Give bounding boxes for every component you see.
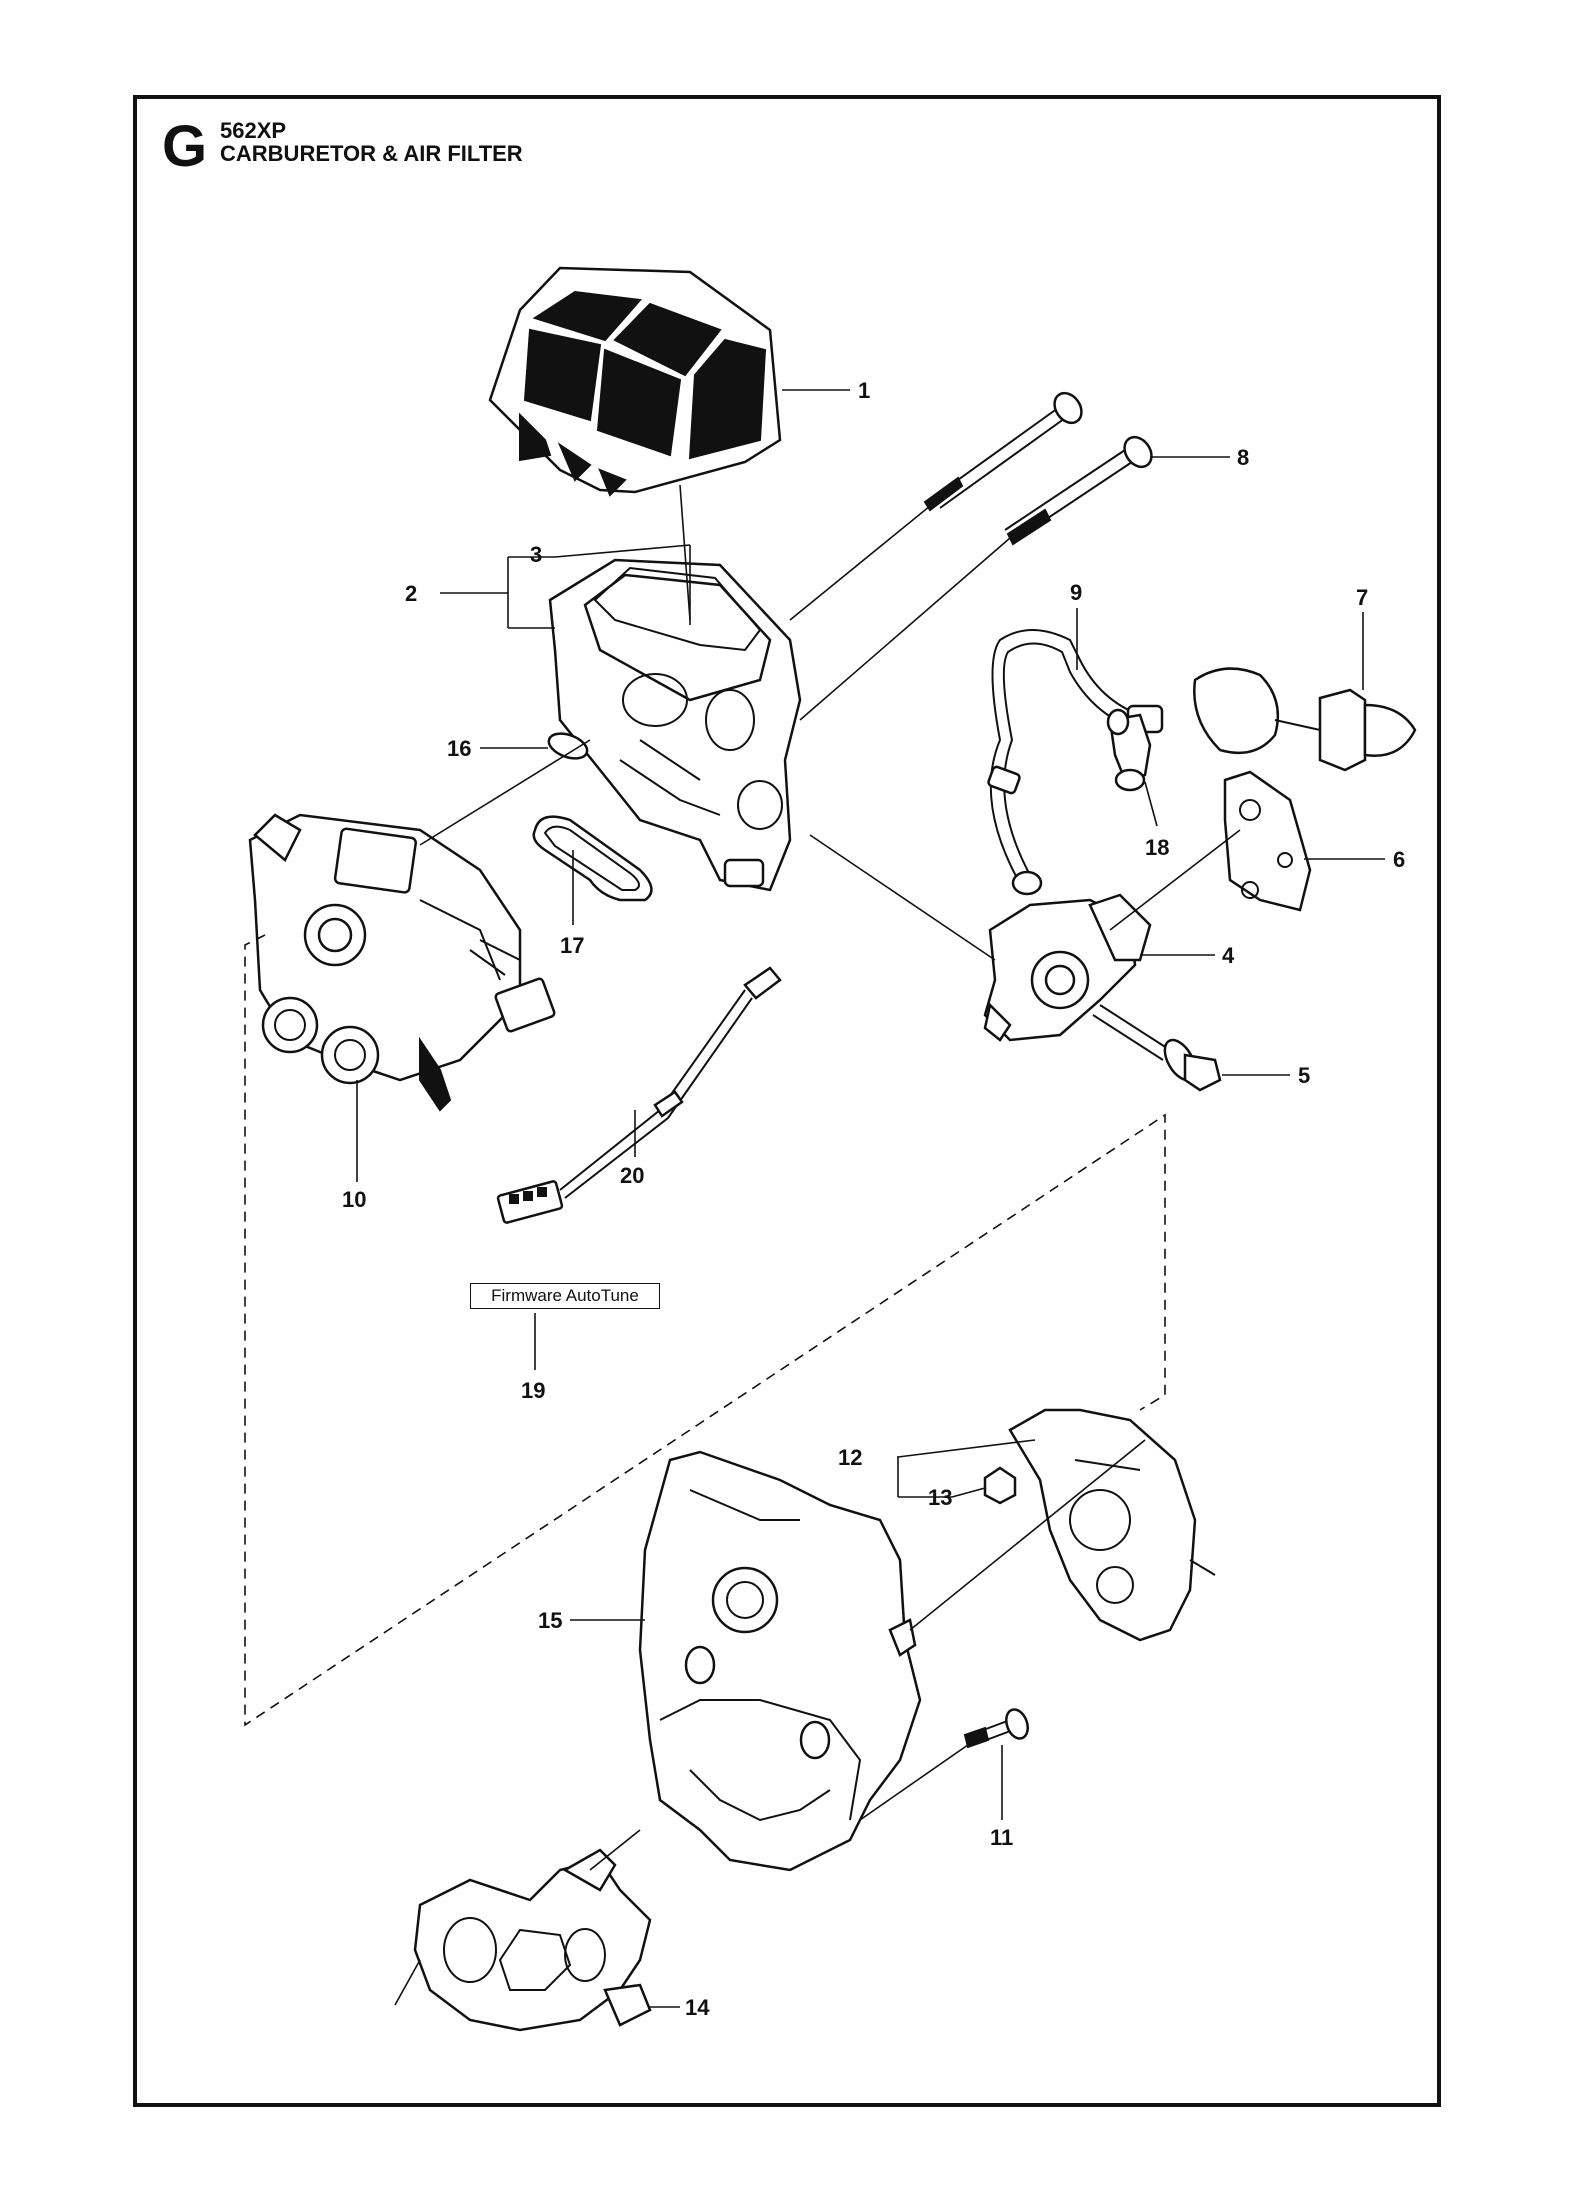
callout-15: 15: [538, 1608, 562, 1633]
callout-4: 4: [1222, 943, 1235, 968]
page-frame: [133, 95, 1441, 2107]
callout-19: 19: [521, 1378, 545, 1403]
callout-1: 1: [858, 378, 870, 403]
carburetor-housing-icon: [638, 1450, 922, 1872]
callout-2: 2: [405, 581, 417, 606]
carburetor-icon: [248, 813, 556, 1112]
dashed-assembly-line: [244, 934, 1166, 1727]
callout-labels: 1 2 3 4 5 6 7 8 9 10 11 12 13 14 15 16 1…: [342, 378, 1405, 2020]
callout-17: 17: [560, 933, 584, 958]
diagram-title: CARBURETOR & AIR FILTER: [220, 141, 523, 166]
air-filter-icon: [488, 266, 782, 497]
callout-14: 14: [685, 1995, 710, 2020]
primer-bulb-icon: [1193, 667, 1417, 772]
elbow-hose-icon: [1106, 708, 1152, 792]
long-screw-icon: [923, 391, 1153, 546]
fuel-hose-icon: [987, 629, 1164, 896]
shoulder-bolt-icon: [1092, 1004, 1222, 1092]
screw-icon: [963, 1708, 1029, 1749]
bracket-icon: [983, 893, 1152, 1042]
callout-7: 7: [1356, 585, 1368, 610]
intake-manifold-icon: [413, 1848, 652, 2032]
plate-icon: [1223, 770, 1312, 912]
seal-icon: [532, 815, 653, 902]
callout-20: 20: [620, 1163, 644, 1188]
cable-harness-icon: [496, 966, 782, 1224]
callout-12: 12: [838, 1445, 862, 1470]
callout-3: 3: [530, 542, 542, 567]
filter-holder-icon: [548, 558, 802, 892]
intake-cover-icon: [1008, 1408, 1216, 1642]
callout-8: 8: [1237, 445, 1249, 470]
callout-9: 9: [1070, 580, 1082, 605]
gasket-icon: [593, 566, 762, 652]
callout-13: 13: [928, 1485, 952, 1510]
nut-icon: [983, 1466, 1017, 1505]
model-number: 562XP: [220, 118, 287, 143]
firmware-autotune-box: Firmware AutoTune: [470, 1283, 660, 1309]
callout-6: 6: [1393, 847, 1405, 872]
callout-10: 10: [342, 1187, 366, 1212]
callout-18: 18: [1145, 835, 1169, 860]
callout-16: 16: [447, 736, 471, 761]
section-letter: G: [162, 114, 208, 179]
callout-5: 5: [1298, 1063, 1310, 1088]
callout-11: 11: [990, 1825, 1013, 1850]
leader-lines: [356, 389, 1385, 2008]
